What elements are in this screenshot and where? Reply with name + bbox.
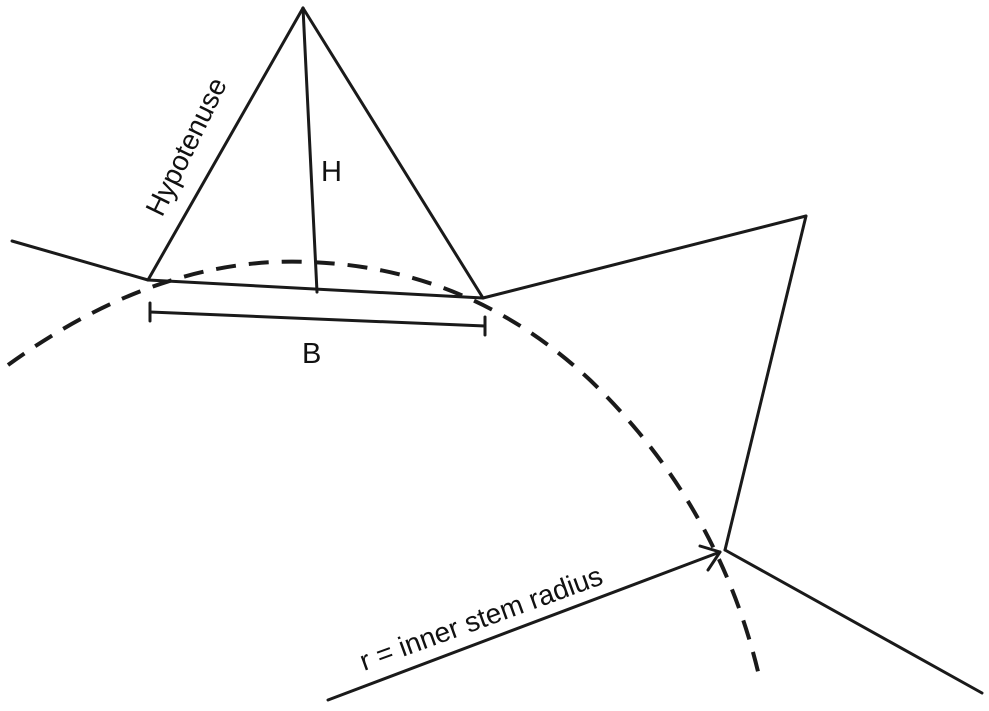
second-thorn-lower [723,214,808,552]
radius-label: r = inner stem radius [355,560,606,677]
height-label: H [321,156,342,188]
base-dimension-bracket [148,301,487,337]
stem-outline-left [10,239,150,282]
hypotenuse-line [146,6,305,282]
height-line [301,6,319,294]
stem-circle-arc [6,259,762,681]
hypotenuse-label: Hypotenuse [140,73,233,221]
second-thorn-upper [481,214,808,300]
stem-outline-right [723,548,984,695]
thorn-right-side [301,6,485,300]
base-label: B [302,338,321,370]
radius-arrow [326,544,722,702]
